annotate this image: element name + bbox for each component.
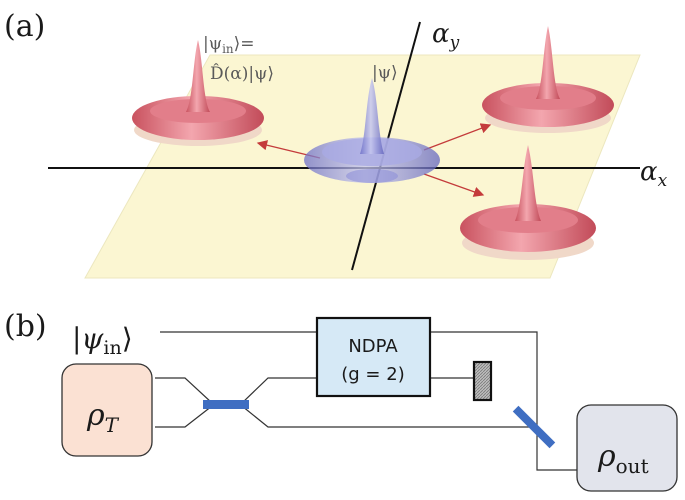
displaced-state-lower-right xyxy=(460,145,596,260)
panel-b-tag: (b) xyxy=(4,309,47,344)
displaced-state-upper-right xyxy=(482,26,614,133)
ndpa-amplifier-box xyxy=(315,316,432,398)
alpha-x-label: αx xyxy=(640,157,668,191)
panel-a-tag: (a) xyxy=(4,9,45,44)
displacement-arrow-upper-right xyxy=(423,123,492,151)
input-state-label: |ψin⟩= xyxy=(203,34,255,56)
ndpa-gain-label: (g = 2) xyxy=(341,364,404,385)
displaced-state-left xyxy=(132,40,264,146)
beam-dump xyxy=(472,360,493,402)
panel-b: (b) |ψin⟩ ρT NDPA (g = 2) ρout xyxy=(4,309,678,492)
original-state xyxy=(304,78,440,183)
output-state-box xyxy=(576,404,678,492)
thermal-state-box xyxy=(61,363,153,457)
thermal-state-label: ρT xyxy=(86,398,120,437)
alpha-y-label: αy xyxy=(432,19,460,53)
displacement-operator-label: D̂(α)|ψ⟩ xyxy=(210,64,274,84)
beam-splitter-output xyxy=(512,405,556,449)
output-state-label: ρout xyxy=(597,439,649,478)
panel-a: (a) αy αx xyxy=(4,9,668,279)
mode-path-upper xyxy=(155,377,317,404)
signal-path xyxy=(430,331,577,471)
input-state-ket: |ψin⟩ xyxy=(72,322,133,359)
original-state-label: |ψ⟩ xyxy=(372,63,398,83)
displacement-arrow-lower-right xyxy=(423,173,485,197)
beam-splitter-center xyxy=(203,400,249,409)
mode-path-lower xyxy=(155,405,537,428)
ndpa-label: NDPA xyxy=(348,336,398,357)
